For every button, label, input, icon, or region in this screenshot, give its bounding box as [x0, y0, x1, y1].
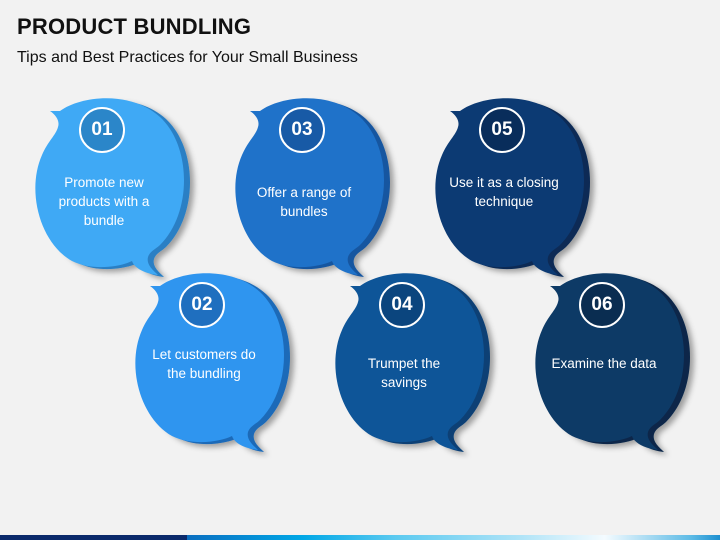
speech-bubble-shape — [435, 98, 590, 277]
step-number: 03 — [291, 119, 313, 140]
step-description: Use it as a closing technique — [449, 175, 559, 209]
step-description: Trumpet the savings — [367, 356, 441, 390]
page-subtitle: Tips and Best Practices for Your Small B… — [17, 49, 358, 66]
speech-bubble-shape — [35, 98, 190, 277]
step-number-badge: 02 — [179, 282, 225, 328]
step-description: Promote new products with a bundle — [58, 175, 150, 228]
speech-bubble-shape — [235, 98, 390, 277]
speech-bubble-shape — [535, 273, 690, 452]
step-number: 06 — [591, 294, 613, 315]
footer-gradient-bar — [0, 535, 720, 540]
step-description: Examine the data — [551, 356, 657, 371]
step-number: 02 — [191, 294, 213, 315]
step-number-badge: 03 — [279, 107, 325, 153]
step-description: Offer a range of bundles — [256, 185, 352, 219]
speech-bubble-shape — [335, 273, 490, 452]
step-number-badge: 01 — [79, 107, 125, 153]
step-number-badge: 04 — [379, 282, 425, 328]
step-number-badge: 06 — [579, 282, 625, 328]
step-number: 04 — [391, 294, 413, 315]
page-title: PRODUCT BUNDLING — [17, 14, 252, 39]
step-number: 05 — [491, 119, 513, 140]
step-description: Let customers do the bundling — [152, 347, 256, 381]
speech-bubble-shape — [135, 273, 290, 452]
step-number: 01 — [91, 119, 113, 140]
step-number-badge: 05 — [479, 107, 525, 153]
